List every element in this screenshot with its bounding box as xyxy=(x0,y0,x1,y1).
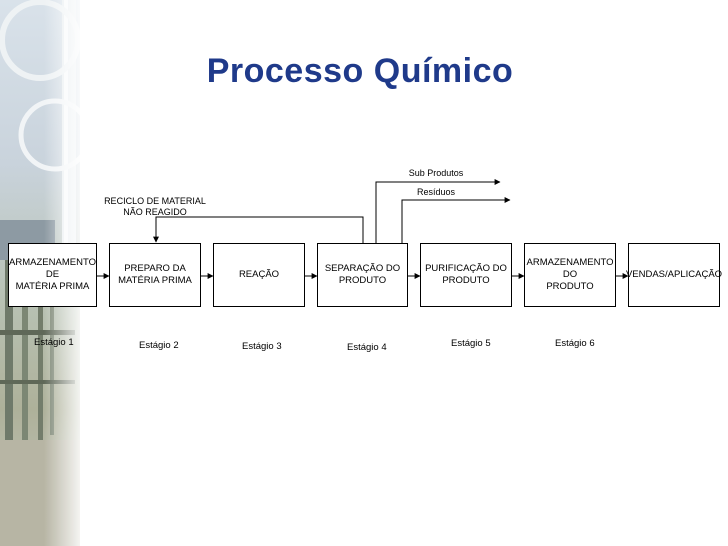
stage-7-box: VENDAS/APLICAÇÃO xyxy=(626,243,722,307)
recycle-loop-arrow xyxy=(153,216,364,243)
stage-1-label: Estágio 1 xyxy=(34,337,74,348)
byproducts-arrow xyxy=(375,179,501,243)
stage-2-label: Estágio 2 xyxy=(139,340,179,351)
stage-2-box: PREPARO DA MATÉRIA PRIMA xyxy=(109,243,201,307)
residues-note: Resíduos xyxy=(416,187,456,197)
stage-3-label: Estágio 3 xyxy=(242,341,282,352)
background-industrial-photo xyxy=(0,0,80,546)
stage-6-box: ARMAZENAMENTO DO PRODUTO xyxy=(524,243,616,307)
stage-3-box: REAÇÃO xyxy=(213,243,305,307)
stage-4-box: SEPARAÇÃO DO PRODUTO xyxy=(317,243,408,307)
stage-6-label: Estágio 6 xyxy=(555,338,595,349)
stage-1-box: ARMAZENAMENTO DE MATÉRIA PRIMA xyxy=(8,243,97,307)
slide-title: Processo Químico xyxy=(206,52,514,90)
byproducts-note: Sub Produtos xyxy=(408,168,464,178)
stage-5-box: PURIFICAÇÃO DO PRODUTO xyxy=(420,243,512,307)
residues-arrow xyxy=(401,197,511,243)
stage-4-label: Estágio 4 xyxy=(347,342,387,353)
recycle-note: RECICLO DE MATERIAL NÃO REAGIDO xyxy=(104,196,206,217)
stage-5-label: Estágio 5 xyxy=(451,338,491,349)
